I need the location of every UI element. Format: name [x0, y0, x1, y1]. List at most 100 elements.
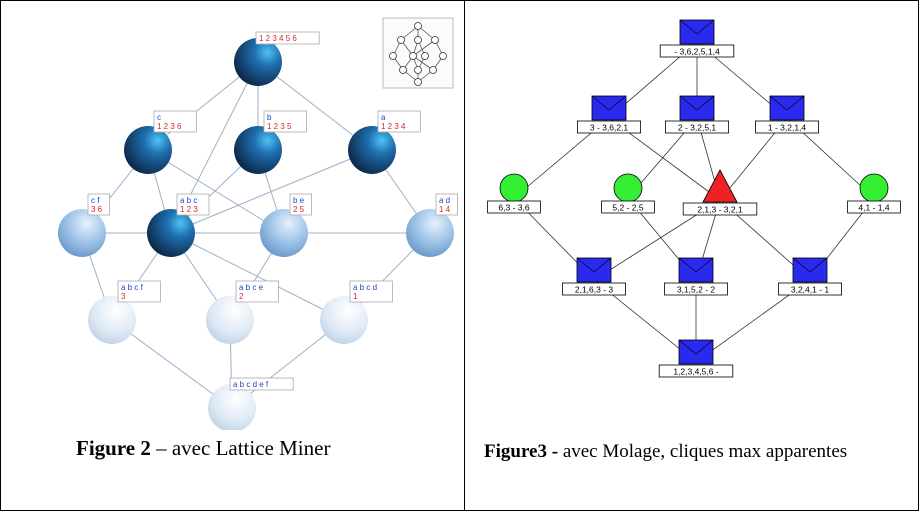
- molage-label-box: [777, 282, 842, 296]
- concept-ball: [88, 296, 136, 344]
- molage-label-box: [754, 120, 819, 134]
- square-node-mark: [809, 257, 828, 273]
- square-node-mark: [695, 257, 714, 273]
- concept-label: 1 2 3: [180, 205, 198, 214]
- molage-node-r_213: 2,1,3 - 3,2,1: [682, 169, 758, 216]
- square-node-mark: [576, 257, 595, 273]
- lattice-edge: [257, 61, 373, 151]
- square-node: [679, 19, 715, 45]
- square-node-mark: [696, 19, 715, 35]
- right-figure-cell: [464, 0, 919, 511]
- molage-label-box: [659, 44, 735, 58]
- square-node: [591, 95, 627, 121]
- left-caption-bold: Figure 2: [76, 436, 151, 460]
- molage-label-box: [658, 364, 734, 378]
- molage-node-r_3152: 3,1,5,2 - 2: [663, 257, 728, 296]
- concept-label: 2 5: [293, 205, 305, 214]
- lattice-node-a: a1 2 3 4: [348, 110, 421, 174]
- molage-label: 1,2,3,4,5,6 -: [673, 367, 719, 377]
- lattice-edge: [170, 149, 373, 234]
- square-node-mark: [696, 95, 715, 111]
- concept-label-box: [263, 110, 307, 133]
- right-caption-bold: Figure3 -: [484, 441, 559, 462]
- circle-node: [613, 173, 643, 203]
- molage-label: 6,3 - 3,6: [498, 203, 529, 213]
- lattice-thumbnail-icon: [382, 17, 454, 89]
- concept-ball: [234, 126, 282, 174]
- lattice-miner-diagram: 1 2 3 4 5 6c1 2 3 6b1 2 3 5a1 2 3 4c f3 …: [58, 17, 459, 430]
- square-node-mark: [695, 339, 714, 355]
- concept-ball: [234, 38, 282, 86]
- concept-label-box: [229, 377, 294, 391]
- concept-ball: [58, 209, 106, 257]
- square-node-mark: [593, 257, 612, 273]
- lattice-edge: [111, 319, 233, 409]
- molage-label: 4,1 - 1,4: [858, 203, 889, 213]
- concept-label: b: [267, 113, 272, 122]
- concept-label: 1: [353, 292, 358, 301]
- concept-ball: [320, 296, 368, 344]
- circle-node: [499, 173, 529, 203]
- square-node-mark: [678, 339, 697, 355]
- square-node-mark: [678, 257, 697, 273]
- concept-label: 1 4: [439, 205, 451, 214]
- concept-ball: [348, 126, 396, 174]
- molage-node-r_3: 3 - 3,6,2,1: [577, 95, 642, 134]
- concept-ball: [124, 126, 172, 174]
- square-node-mark: [786, 95, 805, 111]
- concept-label-box: [289, 193, 313, 216]
- concept-label: 1 2 3 4 5 6: [259, 34, 297, 43]
- concept-label-box: [235, 280, 279, 303]
- square-node: [678, 339, 714, 365]
- molage-label: 3 - 3,6,2,1: [590, 123, 629, 133]
- concept-ball: [208, 384, 256, 430]
- lattice-node-be: b e2 5: [260, 193, 313, 257]
- concept-label: 1 2 3 6: [157, 122, 182, 131]
- concept-label: a b c e: [239, 283, 264, 292]
- concept-ball: [147, 209, 195, 257]
- molage-label: 2 - 3,2,5,1: [678, 123, 717, 133]
- molage-node-r_top: - 3,6,2,5,1,4: [659, 19, 735, 58]
- molage-node-r_bottom: 1,2,3,4,5,6 -: [658, 339, 734, 378]
- concept-label: a b c f: [121, 283, 144, 292]
- square-node: [679, 95, 715, 121]
- molage-label: 2,1,6,3 - 3: [575, 285, 614, 295]
- circle-node: [859, 173, 889, 203]
- molage-label-box: [682, 202, 758, 216]
- square-node-mark: [679, 19, 698, 35]
- molage-node-r_2: 2 - 3,2,5,1: [664, 95, 729, 134]
- concept-label-box: [349, 280, 393, 303]
- square-node-mark: [792, 257, 811, 273]
- triangle-node: [702, 169, 738, 203]
- right-caption-text: avec Molage, cliques max apparentes: [558, 441, 848, 462]
- square-node: [678, 257, 714, 283]
- concept-label-box: [87, 193, 111, 216]
- left-caption-text: – avec Lattice Miner: [150, 436, 331, 460]
- molage-label-box: [562, 282, 627, 296]
- lattice-node-abcf: a b c f3: [88, 280, 161, 344]
- concept-label-box: [176, 193, 210, 216]
- lattice-edge: [147, 149, 285, 234]
- molage-label-box: [577, 120, 642, 134]
- concept-label: 2: [239, 292, 244, 301]
- concept-label: 1 2 3 4: [381, 122, 406, 131]
- concept-ball: [206, 296, 254, 344]
- lattice-node-abcd: a b c d1: [320, 280, 393, 344]
- concept-label: c f: [91, 196, 100, 205]
- concept-label: 3 6: [91, 205, 103, 214]
- concept-ball: [406, 209, 454, 257]
- molage-node-r_52: 5,2 - 2,5: [601, 173, 655, 214]
- molage-node-r_63: 6,3 - 3,6: [487, 173, 541, 214]
- left-caption: Figure 2 – avec Lattice Miner: [76, 436, 330, 461]
- molage-label: - 3,6,2,5,1,4: [674, 47, 720, 57]
- concept-label: b e: [293, 196, 305, 205]
- right-caption: Figure3 - avec Molage, cliques max appar…: [484, 437, 914, 466]
- concept-label-box: [255, 31, 320, 45]
- concept-label-box: [117, 280, 161, 303]
- molage-node-r_2163: 2,1,6,3 - 3: [562, 257, 627, 296]
- square-node: [792, 257, 828, 283]
- concept-label: a b c: [180, 196, 197, 205]
- concept-label-box: [377, 110, 421, 133]
